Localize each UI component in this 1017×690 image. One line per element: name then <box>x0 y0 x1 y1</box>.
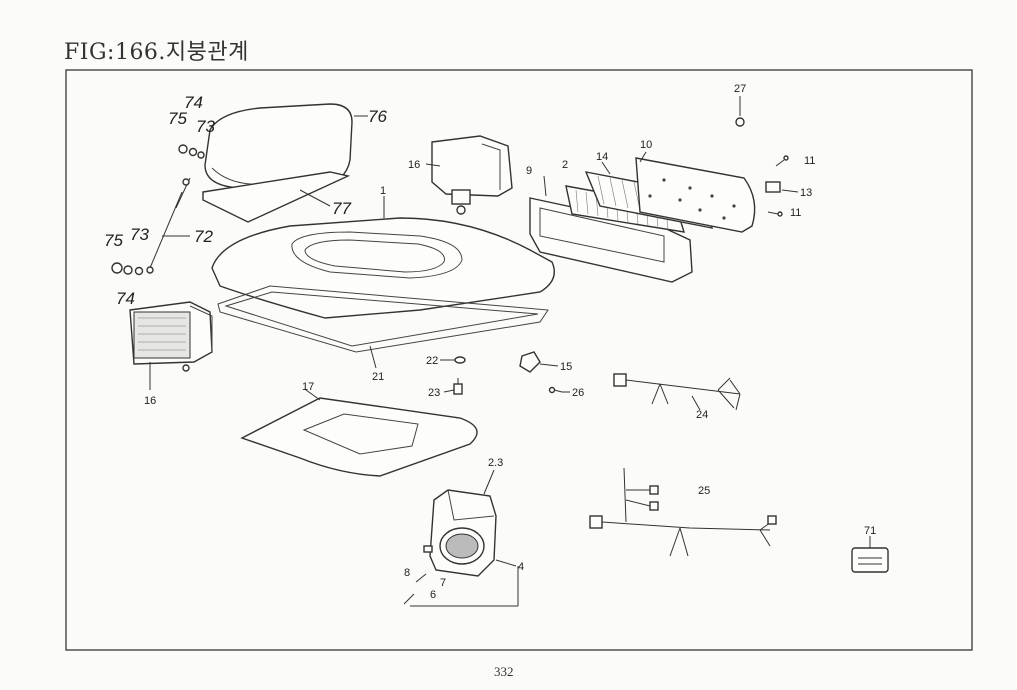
work-lamp-16-left <box>129 301 213 372</box>
switch-15 <box>519 351 541 373</box>
screw-11 <box>767 155 789 217</box>
page-number: 332 <box>494 664 514 679</box>
callout-7: 7 <box>440 577 446 589</box>
washer-set-upper <box>178 144 205 159</box>
work-lamp-16-top <box>431 135 513 215</box>
wiring-harness-24 <box>613 373 741 411</box>
sponge-10 <box>635 157 756 233</box>
callout-15: 15 <box>560 361 572 373</box>
grommet-22 <box>454 356 466 364</box>
roof-shell-1 <box>211 217 555 319</box>
callout-74-bottom: 74 <box>116 289 135 308</box>
figure-frame <box>65 69 973 651</box>
callout-27: 27 <box>734 83 746 95</box>
callout-73-top: 73 <box>196 117 215 136</box>
gas-strut-72 <box>146 177 191 274</box>
callout-11-bottom: 11 <box>790 207 801 219</box>
callout-16-left: 16 <box>144 395 156 407</box>
ceiling-liner-17 <box>240 397 478 477</box>
callout-26: 26 <box>572 387 584 399</box>
roof-seal-21 <box>217 285 549 353</box>
callout-13: 13 <box>800 187 812 199</box>
wiring-harness-25 <box>589 467 777 557</box>
callout-76: 76 <box>368 107 387 126</box>
knob-27 <box>735 117 745 127</box>
callout-1: 1 <box>380 185 386 197</box>
washer-set-lower <box>111 262 144 276</box>
bolt-23 <box>453 378 463 395</box>
callout-10: 10 <box>640 139 652 151</box>
callout-73-bottom: 73 <box>130 225 149 244</box>
leader-lines <box>149 96 871 607</box>
callout-6: 6 <box>430 589 436 601</box>
figure-title: FIG:166.지붕관계 <box>64 40 249 65</box>
callout-77: 77 <box>332 199 351 218</box>
roof-pad-77 <box>202 171 351 223</box>
callout-14: 14 <box>596 151 608 163</box>
callout-17: 17 <box>302 381 314 393</box>
screw-26 <box>548 386 563 394</box>
screw-parts-6-7-8 <box>403 545 433 605</box>
callout-9: 9 <box>526 165 532 177</box>
callout-75-bottom: 75 <box>104 231 123 250</box>
callout-75-top: 75 <box>168 109 187 128</box>
callout-8: 8 <box>404 567 410 579</box>
label-plate-71 <box>851 547 889 573</box>
callout-23: 23 <box>428 387 440 399</box>
callout-11-top: 11 <box>804 155 815 167</box>
callout-labels: 76 77 74 75 73 72 75 73 74 16 16 1 17 21… <box>104 83 876 601</box>
callout-24: 24 <box>696 409 708 421</box>
bracket-13 <box>765 181 781 193</box>
callout-25: 25 <box>698 485 710 497</box>
callout-71: 71 <box>864 525 876 537</box>
callout-2-3: 2.3 <box>488 457 503 469</box>
callout-74-top: 74 <box>184 93 203 112</box>
callout-21: 21 <box>372 371 384 383</box>
callout-16-top: 16 <box>408 159 420 171</box>
callout-72: 72 <box>194 227 213 246</box>
callout-22: 22 <box>426 355 438 367</box>
callout-2: 2 <box>562 159 568 171</box>
callout-4: 4 <box>518 561 524 573</box>
speaker-assembly <box>429 489 497 577</box>
